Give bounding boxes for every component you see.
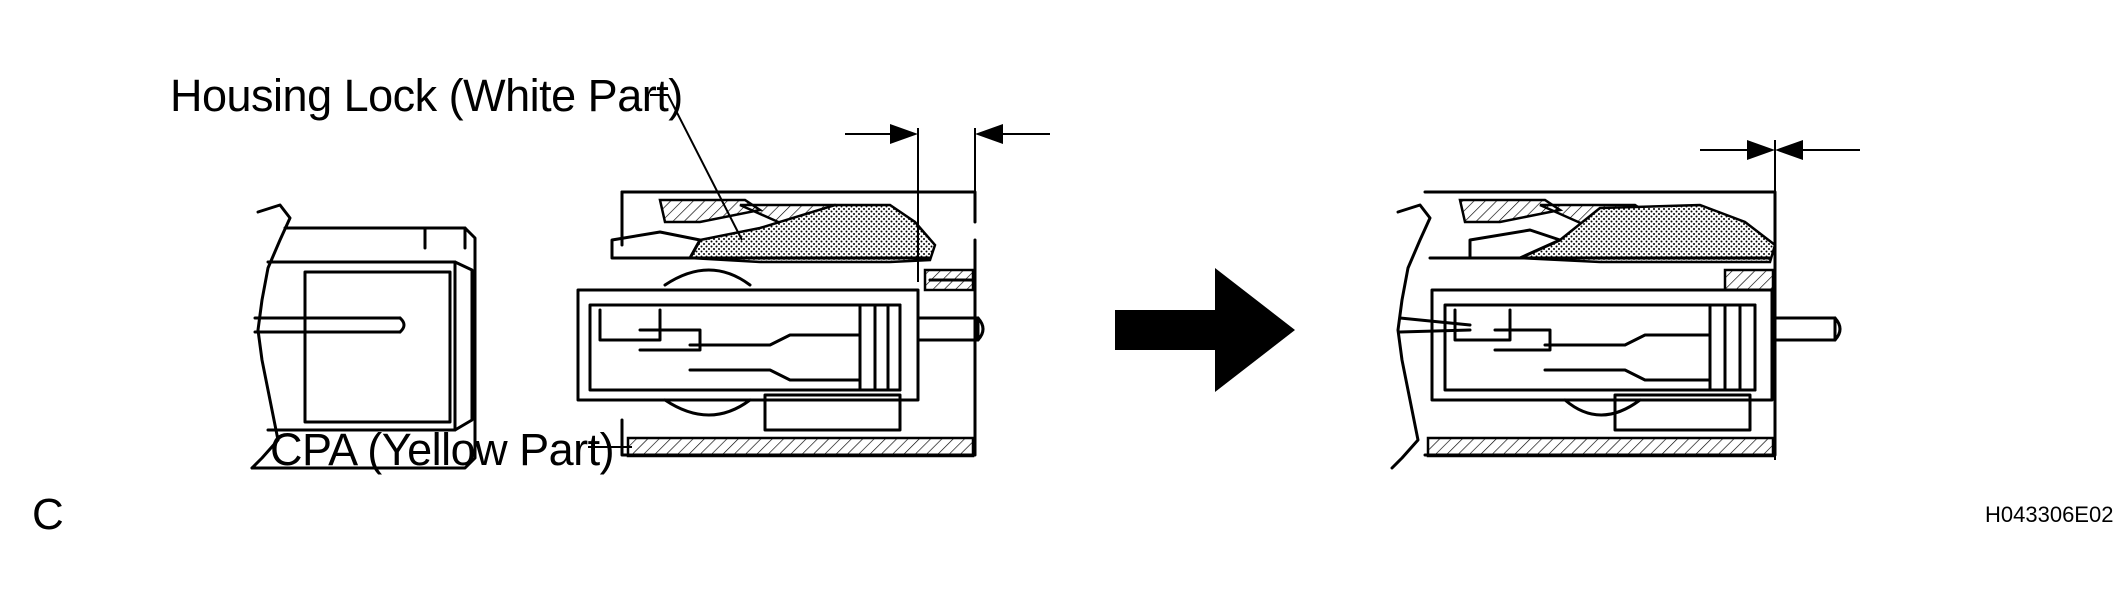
female-connector [576,190,985,458]
housing-lock-label: Housing Lock (White Part) [170,70,683,121]
male-connector [250,203,477,470]
cpa-label: CPA (Yellow Part) [270,424,615,475]
gap-dimension-right [1700,140,1860,460]
section-label: C [32,490,64,539]
housing-lock-leader [650,94,743,241]
right-arrow-icon [1115,268,1295,392]
mated-connector [1390,190,1842,470]
figure-code: H043306E02 [1985,502,2114,527]
gap-dimension-left [845,124,1050,282]
